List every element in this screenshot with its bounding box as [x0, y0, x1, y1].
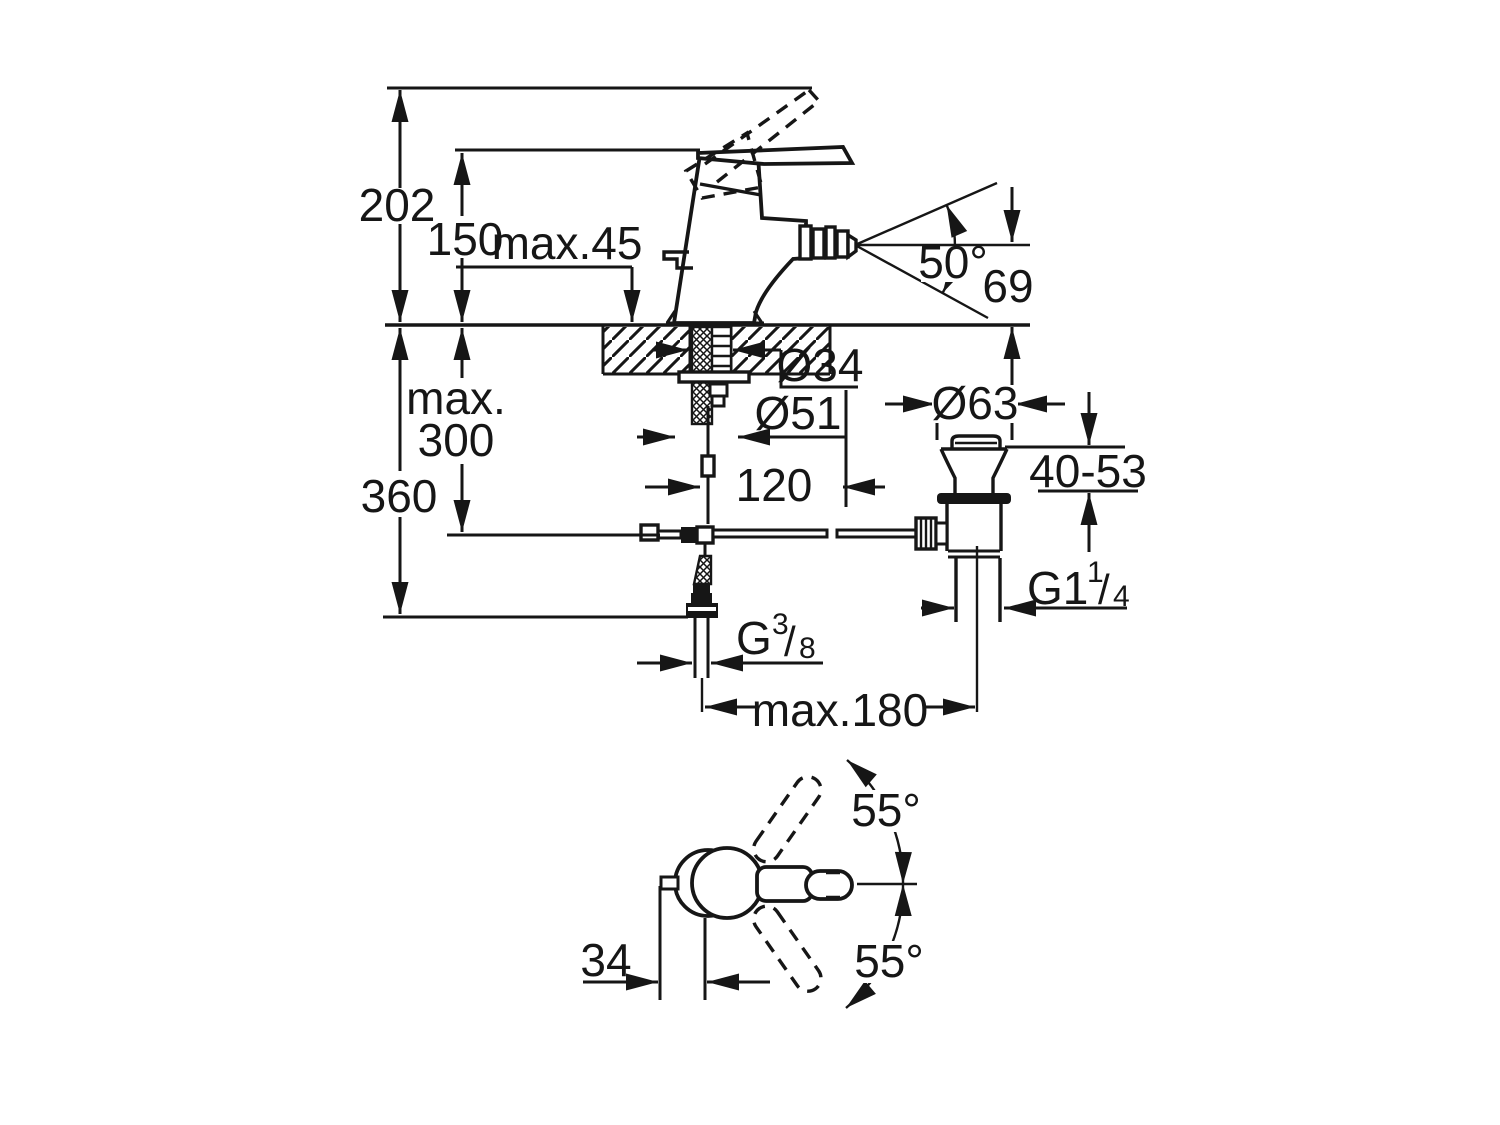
- dim-depth-max-word: max.: [406, 372, 506, 424]
- faucet-handle-side: [696, 145, 856, 166]
- handle-raised-pivot-dashed: [683, 130, 765, 200]
- dim-drain-thread: G1 1 / 4: [1027, 556, 1130, 614]
- faucet-body-outline: [671, 153, 808, 325]
- supply-thread-denominator: 8: [799, 632, 816, 665]
- dim-shank-diameter: Ø34: [777, 339, 864, 391]
- flex-hose-lower: [692, 554, 713, 586]
- supply-thread-slash: /: [784, 618, 796, 665]
- handle-neck-top-view: [755, 865, 814, 903]
- horizontal-rod-right: [835, 528, 918, 539]
- dim-escutcheon-diameter: Ø51: [755, 387, 842, 439]
- handle-raised-lever-dashed: [704, 88, 821, 184]
- supply-thread-prefix: G: [736, 612, 772, 664]
- handle-grip-top-view: [804, 869, 854, 901]
- drain-thread-slash: /: [1098, 566, 1110, 613]
- top-view-dimensions: 55° 55° 34: [580, 759, 925, 1009]
- dim-rod-reach: max.180: [752, 684, 928, 736]
- faucet-side-tab: [662, 250, 693, 270]
- waste-flange-trumpet: [939, 448, 1009, 493]
- dim-depth-max-value: 300: [418, 414, 495, 466]
- waste-o-ring: [937, 493, 1011, 504]
- dim-handle-height: 150: [427, 213, 504, 265]
- faucet-body: [662, 88, 858, 325]
- pop-up-waste: [914, 434, 1011, 712]
- rod-pivot-joint: [695, 525, 715, 545]
- dim-flange-diameter: Ø63: [932, 377, 1019, 429]
- dim-clamping-range: 40-53: [1029, 445, 1147, 497]
- handle-swung-up-dashed: [751, 775, 823, 864]
- spray-nozzle: [798, 224, 858, 261]
- handle-swung-down-dashed: [751, 904, 823, 993]
- supply-stub-top-view: [659, 875, 680, 891]
- dim-swing-up: 55°: [851, 784, 921, 836]
- dim-hose-length: 360: [361, 470, 438, 522]
- dim-swing-down: 55°: [854, 935, 924, 987]
- mounting-washer: [677, 370, 751, 384]
- dim-total-height: 202: [359, 179, 436, 231]
- supply-thread-numerator: 3: [772, 608, 789, 641]
- top-view: 55° 55° 34: [580, 759, 925, 1009]
- body-circle: [690, 846, 764, 920]
- dim-rod-offset: 120: [736, 459, 813, 511]
- dim-center-offset: 34: [580, 934, 631, 986]
- dim-spout-height: 69: [982, 260, 1033, 312]
- drain-thread-prefix: G1: [1027, 562, 1088, 614]
- side-view: 202 150 max.45 50° 69 Ø34 Ø51 max. 300 3…: [359, 86, 1147, 736]
- dim-deck-thickness: max.45: [492, 217, 643, 269]
- horizontal-rod-left: [711, 528, 829, 539]
- waste-tailpipe: [954, 558, 1002, 622]
- dim-spray-angle: 50°: [918, 236, 988, 288]
- dim-supply-thread: G 3 / 8: [736, 608, 816, 665]
- supply-pipe: [693, 618, 710, 678]
- drain-thread-denominator: 4: [1113, 580, 1130, 613]
- side-dimension-labels: 202 150 max.45 50° 69 Ø34 Ø51 max. 300 3…: [359, 179, 1147, 736]
- drain-thread-numerator: 1: [1087, 556, 1104, 589]
- supply-assembly: [639, 325, 918, 712]
